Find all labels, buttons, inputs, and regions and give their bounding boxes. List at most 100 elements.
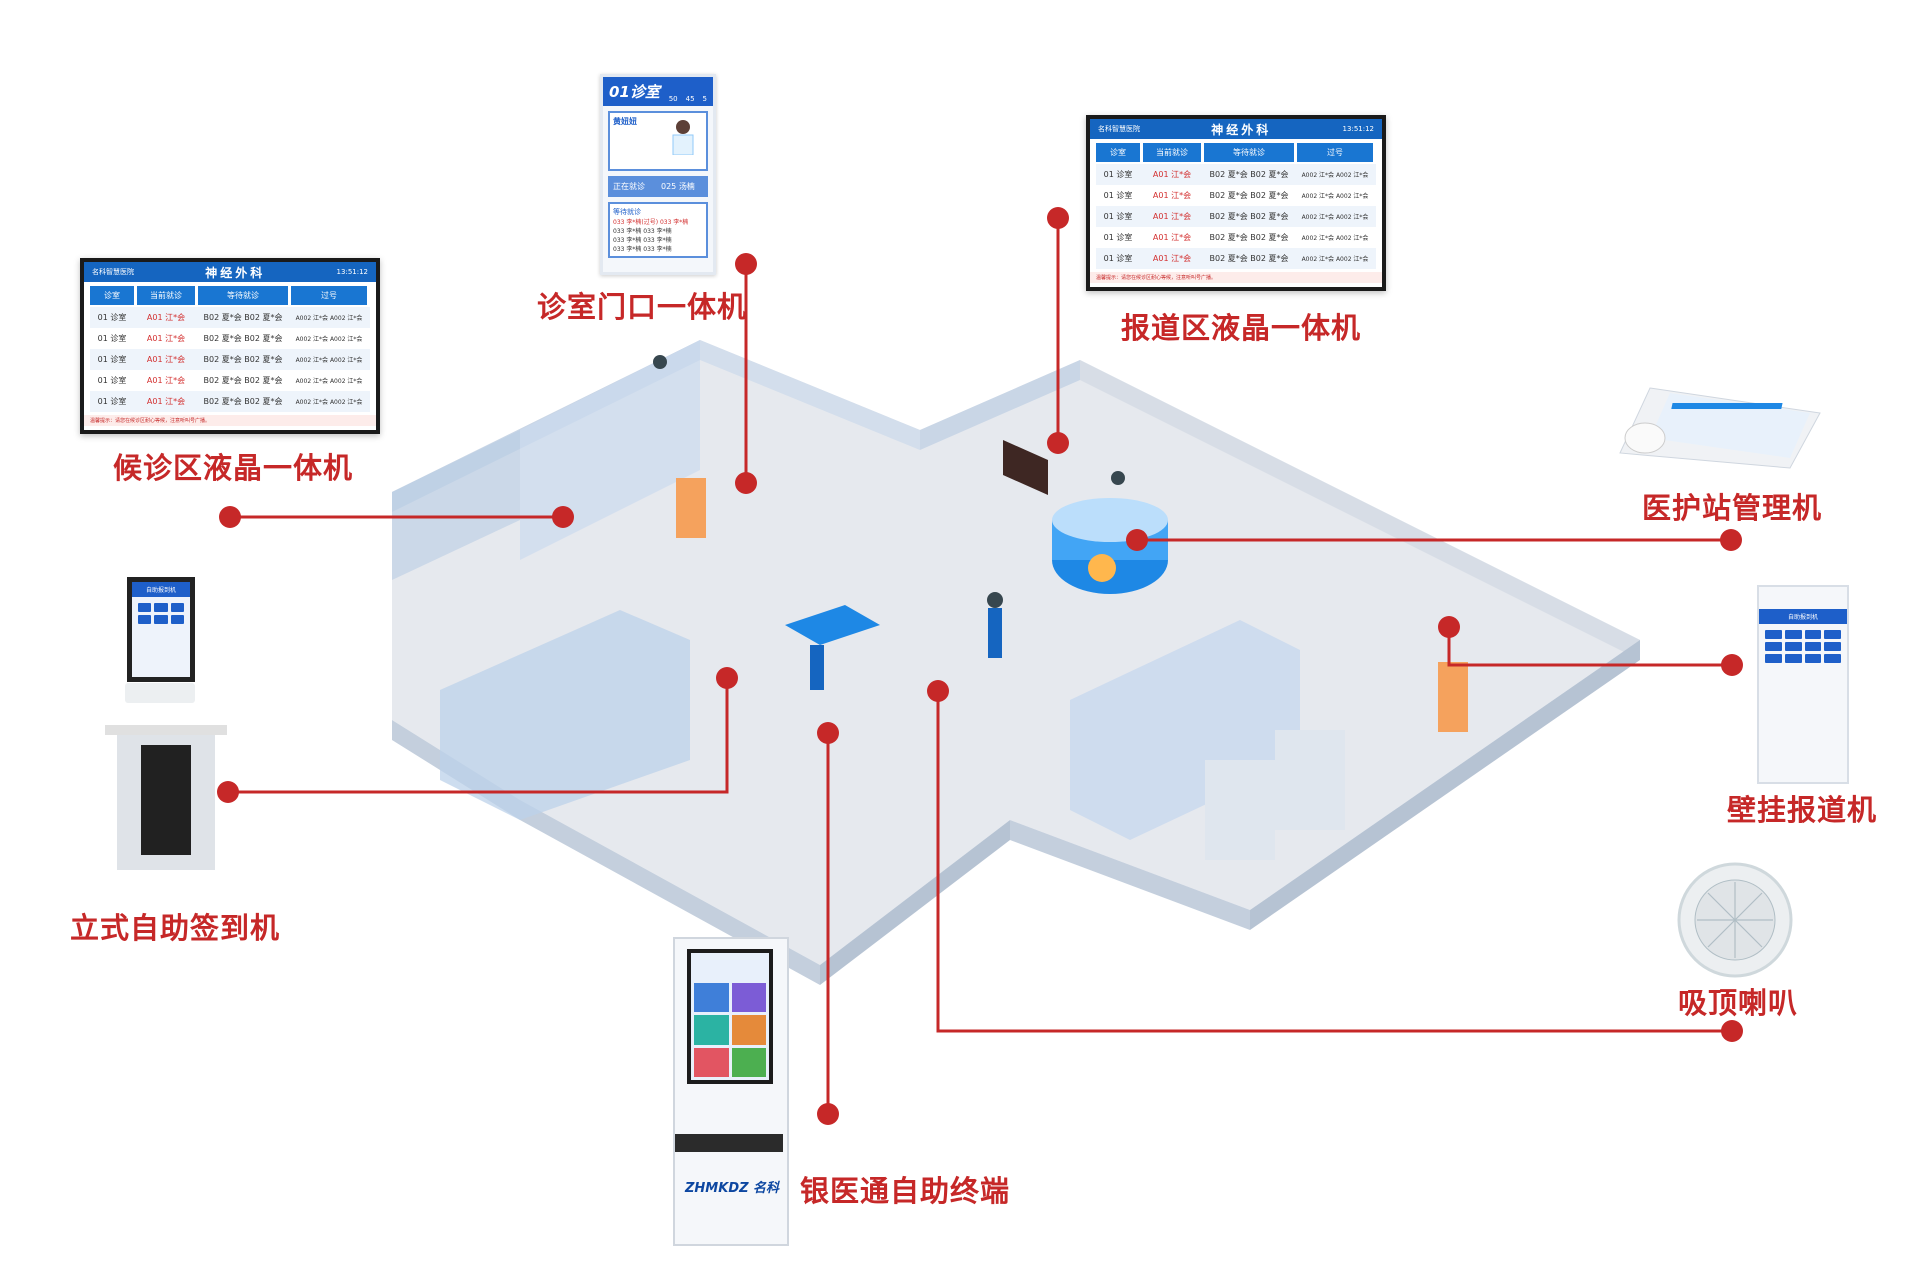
waiting-list: 等待就诊 033 李*楠(过号) 033 李*楠 033 李*楠 033 李*楠…: [608, 202, 708, 258]
table-row: 01 诊室 A01 江*会 B02 夏*会 B02 夏*会 A002 江*会 A…: [1096, 164, 1376, 185]
board-column-headers: 诊室 当前就诊 等待就诊 过号: [1096, 143, 1376, 162]
label-waiting-area-lcd: 候诊区液晶一体机: [113, 451, 354, 485]
col-passed: 过号: [1297, 143, 1373, 162]
row-room: 01 诊室: [1103, 233, 1133, 242]
connector-dot-door-unit-1: [735, 472, 757, 494]
connector-dot-door-unit-0: [735, 253, 757, 275]
row-room: 01 诊室: [1103, 254, 1133, 263]
doctor-card: 黄妞妞: [608, 111, 708, 171]
wall-device-keypad: [1765, 630, 1841, 663]
row-current: A01 江*会: [146, 313, 186, 322]
row-room: 01 诊室: [1103, 212, 1133, 221]
col-waiting: 等待就诊: [1204, 143, 1294, 162]
row-passed: A002 江*会 A002 江*会: [295, 357, 363, 364]
connector-dot-wall-checkin-1: [1721, 654, 1743, 676]
col-room: 诊室: [1096, 143, 1140, 162]
row-room: 01 诊室: [1103, 170, 1133, 179]
row-passed: A002 江*会 A002 江*会: [1301, 256, 1369, 263]
terminal-brand-logo: ZHMKDZ 名科: [685, 1181, 780, 1196]
row-current: A01 江*会: [1152, 212, 1192, 221]
row-waiting: B02 夏*会 B02 夏*会: [203, 355, 283, 364]
connector-dot-report-lcd-0: [1047, 207, 1069, 229]
connector-line-wall-checkin: [1447, 627, 1732, 667]
doctor-name: 黄妞妞: [613, 117, 637, 126]
table-row: 01 诊室 A01 江*会 B02 夏*会 B02 夏*会 A002 江*会 A…: [1096, 227, 1376, 248]
connector-dot-nurse-station-1: [1720, 529, 1742, 551]
board-hospital-name: 名科智慧医院: [92, 268, 134, 276]
table-row: 01 诊室 A01 江*会 B02 夏*会 B02 夏*会 A002 江*会 A…: [90, 370, 370, 391]
connector-dot-waiting-lcd-1: [552, 506, 574, 528]
row-current: A01 江*会: [146, 355, 186, 364]
row-waiting: B02 夏*会 B02 夏*会: [203, 376, 283, 385]
connector-dot-waiting-lcd-0: [219, 506, 241, 528]
connector-dot-standing-kiosk-0: [217, 781, 239, 803]
label-wall-checkin: 壁挂报道机: [1727, 793, 1878, 827]
row-passed: A002 江*会 A002 江*会: [295, 399, 363, 406]
col-waiting: 等待就诊: [198, 286, 288, 305]
row-passed: A002 江*会 A002 江*会: [1301, 172, 1369, 179]
row-waiting: B02 夏*会 B02 夏*会: [1209, 170, 1289, 179]
terminal-screen: [687, 949, 773, 1084]
waiting-label: 等待就诊: [613, 208, 641, 216]
connector-dot-bank-terminal-0: [817, 722, 839, 744]
standing-kiosk-title: 自助报到机: [132, 582, 190, 597]
table-row: 01 诊室 A01 江*会 B02 夏*会 B02 夏*会 A002 江*会 A…: [1096, 185, 1376, 206]
row-waiting: B02 夏*会 B02 夏*会: [1209, 233, 1289, 242]
row-current: A01 江*会: [1152, 191, 1192, 200]
now-serving-bar: 正在就诊 025 汤楠: [608, 176, 708, 197]
connector-dot-wall-checkin-0: [1438, 616, 1460, 638]
terminal-keyboard-shelf: [675, 1134, 783, 1152]
standing-checkin-kiosk: 自助报到机: [105, 563, 230, 893]
table-row: 01 诊室 A01 江*会 B02 夏*会 B02 夏*会 A002 江*会 A…: [90, 391, 370, 412]
board-clock: 13:51:12: [1342, 125, 1374, 133]
connector-dot-ceiling-speaker-0: [927, 680, 949, 702]
nurse-station-device: [1619, 387, 1821, 469]
label-door-unit: 诊室门口一体机: [537, 290, 748, 324]
col-current: 当前就诊: [137, 286, 195, 305]
board-footer: 温馨提示：请您在候诊区耐心等候，注意听叫号广播。: [1090, 272, 1382, 283]
connector-dot-standing-kiosk-1: [716, 667, 738, 689]
row-room: 01 诊室: [97, 313, 127, 322]
board-footer: 温馨提示：请您在候诊区耐心等候，注意听叫号广播。: [84, 415, 376, 426]
row-waiting: B02 夏*会 B02 夏*会: [1209, 254, 1289, 263]
row-room: 01 诊室: [97, 397, 127, 406]
wall-device-title: 自助报到机: [1759, 609, 1847, 624]
board-department: 神经外科: [205, 265, 266, 280]
now-value: 025 汤楠: [661, 182, 695, 191]
row-passed: A002 江*会 A002 江*会: [295, 315, 363, 322]
table-row: 01 诊室 A01 江*会 B02 夏*会 B02 夏*会 A002 江*会 A…: [1096, 206, 1376, 227]
row-current: A01 江*会: [146, 334, 186, 343]
waiting-area-lcd-board: 名科智慧医院 神经外科 13:51:12 诊室 当前就诊 等待就诊 过号 01 …: [80, 258, 380, 434]
col-passed: 过号: [291, 286, 367, 305]
row-waiting: B02 夏*会 B02 夏*会: [203, 397, 283, 406]
door-stats: 50 45 5: [669, 95, 707, 103]
col-current: 当前就诊: [1143, 143, 1201, 162]
doctor-avatar-icon: [663, 117, 703, 156]
row-passed: A002 江*会 A002 江*会: [295, 378, 363, 385]
board-column-headers: 诊室 当前就诊 等待就诊 过号: [90, 286, 370, 305]
row-waiting: B02 夏*会 B02 夏*会: [1209, 212, 1289, 221]
list-item: 033 李*楠 033 李*楠: [613, 228, 672, 235]
table-row: 01 诊室 A01 江*会 B02 夏*会 B02 夏*会 A002 江*会 A…: [90, 328, 370, 349]
connector-line-ceiling-speaker: [936, 691, 1732, 1033]
board-rows: 01 诊室 A01 江*会 B02 夏*会 B02 夏*会 A002 江*会 A…: [90, 307, 370, 412]
wall-checkin-device: 自助报到机: [1757, 585, 1849, 784]
table-row: 01 诊室 A01 江*会 B02 夏*会 B02 夏*会 A002 江*会 A…: [90, 307, 370, 328]
connector-dot-nurse-station-0: [1126, 529, 1148, 551]
table-row: 01 诊室 A01 江*会 B02 夏*会 B02 夏*会 A002 江*会 A…: [1096, 248, 1376, 269]
connector-dot-bank-terminal-1: [817, 1103, 839, 1125]
door-room-number: 01诊室: [609, 83, 660, 101]
row-current: A01 江*会: [1152, 233, 1192, 242]
row-current: A01 江*会: [1152, 254, 1192, 263]
row-passed: A002 江*会 A002 江*会: [1301, 214, 1369, 221]
row-waiting: B02 夏*会 B02 夏*会: [1209, 191, 1289, 200]
list-item: 033 李*楠 033 李*楠: [613, 237, 672, 244]
connector-dot-report-lcd-1: [1047, 432, 1069, 454]
row-waiting: B02 夏*会 B02 夏*会: [203, 313, 283, 322]
row-room: 01 诊室: [1103, 191, 1133, 200]
consult-door-panel: 01诊室 50 45 5 黄妞妞 正在就诊 025 汤楠 等待就诊 033 李*…: [600, 74, 716, 275]
row-room: 01 诊室: [97, 334, 127, 343]
connector-dot-ceiling-speaker-1: [1721, 1020, 1743, 1042]
